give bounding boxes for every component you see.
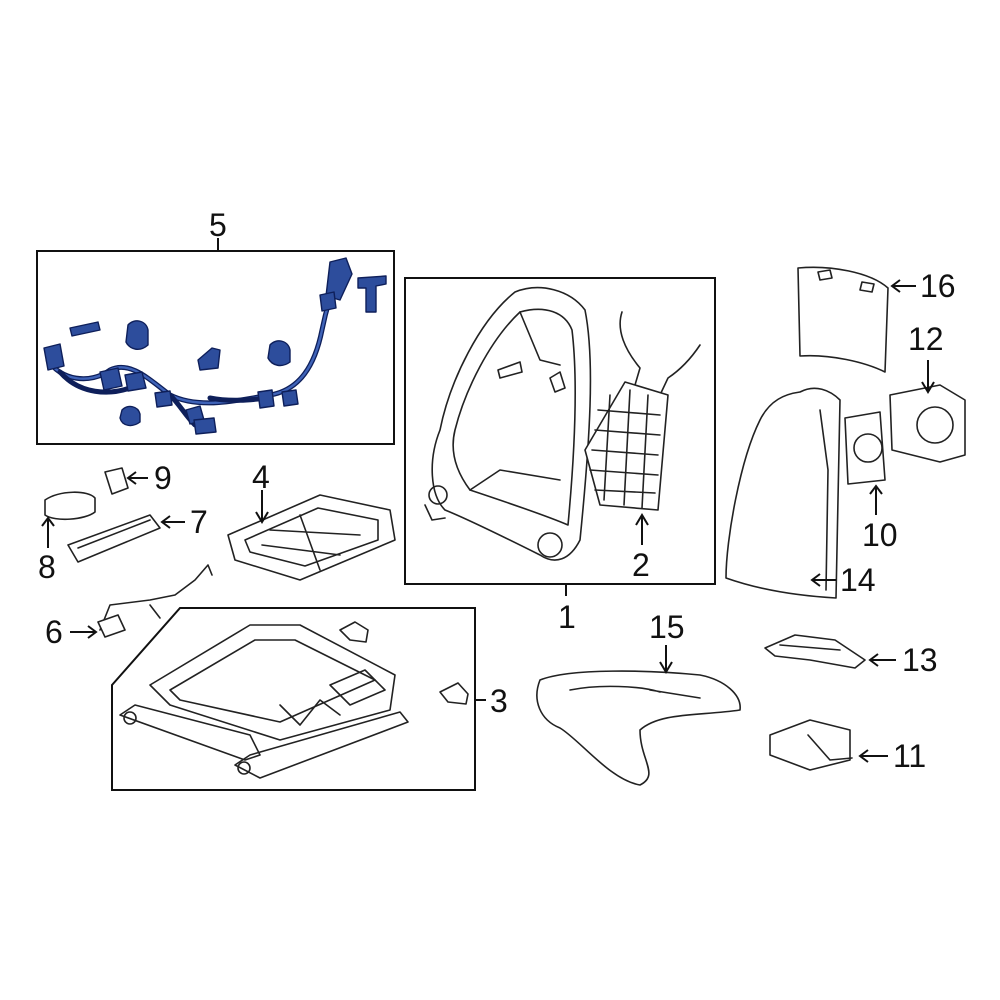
callout-6: 6 <box>45 614 63 650</box>
arrow-10 <box>869 484 883 495</box>
harness-group-box <box>36 250 395 445</box>
switch-bezel-part[interactable] <box>44 491 96 521</box>
seatback-pad-part[interactable] <box>725 387 841 599</box>
motor-part[interactable] <box>844 411 886 485</box>
arrow-6 <box>87 625 98 639</box>
seat-cushion-part[interactable] <box>536 670 741 786</box>
arrow-7 <box>160 515 171 529</box>
seat-pan-part[interactable] <box>227 494 396 581</box>
control-module-part[interactable] <box>769 719 853 771</box>
callout-13: 13 <box>902 642 938 678</box>
callout-14: 14 <box>840 562 876 598</box>
seatback-frame-group-box <box>404 277 716 585</box>
seatback-frame-group <box>404 277 716 596</box>
arrow-15 <box>659 661 673 674</box>
arrow-11 <box>858 749 869 763</box>
harness-group <box>36 238 395 445</box>
switch-knob-part[interactable] <box>104 467 129 495</box>
seat-track-group <box>111 607 486 791</box>
arrow-16 <box>890 279 901 293</box>
bracket-part[interactable] <box>764 634 866 669</box>
seat-track-part[interactable] <box>119 624 409 779</box>
callout-16: 16 <box>920 268 956 304</box>
callout-8: 8 <box>38 549 56 585</box>
wire-harness-part[interactable] <box>43 257 353 435</box>
lumbar-support-part[interactable] <box>584 311 701 511</box>
harness-clips[interactable] <box>69 275 387 427</box>
actuator-part[interactable] <box>889 384 966 463</box>
callout-2: 2 <box>632 547 650 583</box>
callout-15: 15 <box>649 609 685 645</box>
arrow-9 <box>126 471 137 485</box>
callout-11: 11 <box>893 738 926 774</box>
arrow-4 <box>255 511 269 524</box>
arrow-8 <box>41 516 55 527</box>
callout-12: 12 <box>908 321 944 357</box>
callout-labels: 1 2 3 4 5 6 7 8 9 10 11 12 13 14 15 16 <box>38 207 956 774</box>
callout-1: 1 <box>558 599 576 635</box>
seat-switch-part[interactable] <box>67 514 161 563</box>
switch-harness-part[interactable] <box>97 564 213 638</box>
track-clip-part[interactable] <box>339 621 369 643</box>
callout-4: 4 <box>252 459 270 495</box>
track-bracket-part[interactable] <box>439 682 469 705</box>
callout-5: 5 <box>209 207 227 243</box>
seatback-panel-part[interactable] <box>797 266 889 373</box>
callout-10: 10 <box>862 517 898 553</box>
arrow-2 <box>635 513 649 526</box>
callout-3: 3 <box>490 683 508 719</box>
seatback-frame-part[interactable] <box>424 286 592 561</box>
arrow-12 <box>921 381 935 394</box>
arrow-13 <box>868 653 879 667</box>
arrow-14 <box>810 573 821 587</box>
callout-7: 7 <box>190 504 208 540</box>
callout-9: 9 <box>154 460 172 496</box>
